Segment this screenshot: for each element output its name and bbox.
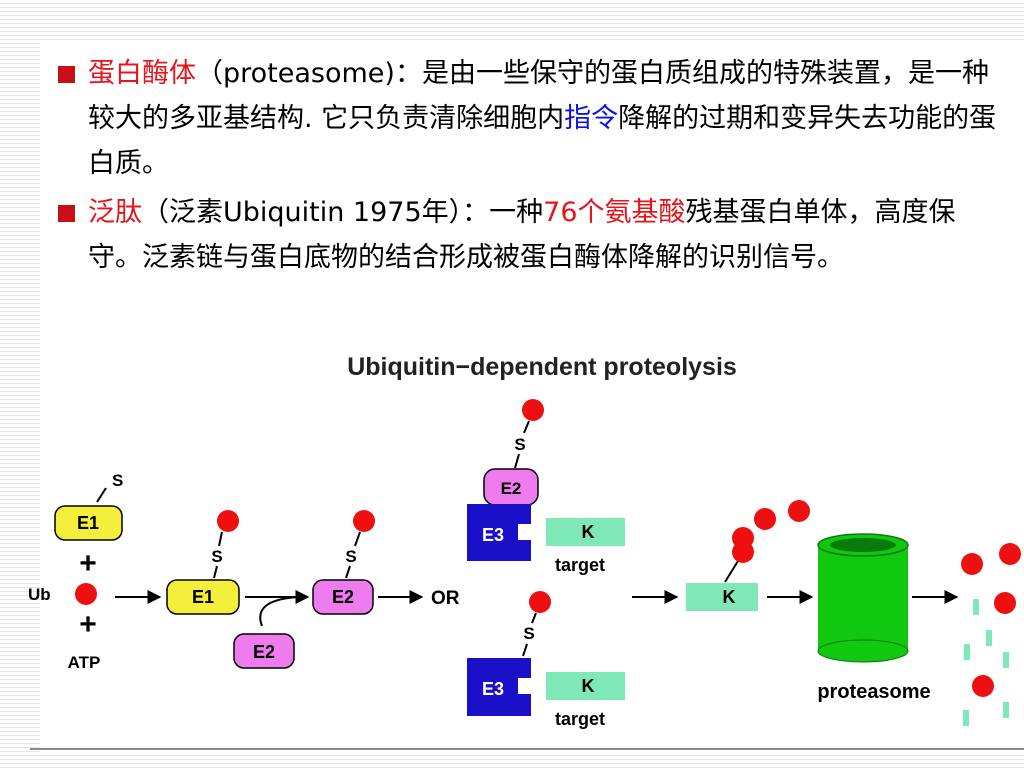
charged-e1-group: S E1 [166, 510, 240, 615]
charged-e2-s-label: S [345, 547, 356, 566]
lower-ub-ball [529, 591, 551, 613]
polyub-ball-3 [754, 508, 776, 530]
degradation-products [961, 543, 1021, 726]
peptide-fragment-5 [1003, 702, 1009, 718]
charged-e2-tail [345, 531, 361, 579]
peptide-fragment-1 [973, 599, 979, 615]
proteasome-bottom-rim [817, 639, 909, 663]
charged-e1-ub-ball [217, 510, 239, 532]
polyub-k-box [686, 583, 758, 611]
free-e1-box [54, 505, 123, 541]
upper-e2-label: E2 [501, 479, 522, 498]
released-ub-ball-1 [961, 553, 983, 575]
free-e1-tail [96, 487, 107, 503]
bottom-divider [30, 748, 1024, 750]
ub-label: Ub [28, 585, 51, 604]
lower-e3-shape [467, 658, 531, 716]
joining-e2-label: E2 [253, 642, 275, 662]
charged-e1-s-label: S [211, 547, 222, 566]
charged-e2-label: E2 [332, 587, 354, 607]
charged-e1-label: E1 [192, 587, 214, 607]
term-proteasome-latin: （proteasome)： [196, 58, 422, 89]
lower-ub-tail [522, 612, 537, 657]
square-bullet-icon [58, 66, 75, 83]
lower-target-k-label: K [582, 676, 595, 696]
upper-ub-tail [514, 420, 530, 469]
polyub-link-line [724, 560, 739, 583]
polyub-k-label: K [723, 587, 736, 607]
free-e1-group: S E1 [54, 471, 123, 541]
ubiquitin-intro: （泛素Ubiquitin 1975年）：一种 [142, 197, 544, 228]
bullet-proteasome-text: 蛋白酶体（proteasome)：是由一些保守的蛋白质组成的特殊装置，是一种较大… [88, 51, 998, 186]
charged-e2-ub-ball [353, 510, 375, 532]
diagram-title: Ubiquitin−dependent proteolysis [347, 353, 737, 381]
square-bullet-icon [58, 205, 75, 222]
proteasome-label: proteasome [817, 681, 930, 703]
term-ubiquitin: 泛肽 [88, 197, 142, 228]
atp-label: ATP [68, 653, 101, 672]
upper-e3-shape [467, 504, 531, 561]
plus-sign-bottom: + [79, 608, 97, 641]
plus-sign-top: + [79, 547, 97, 580]
lower-e3-group: S E3 K target [467, 591, 625, 729]
e2-join-curve [259, 596, 299, 627]
or-label: OR [431, 588, 460, 609]
free-e1-label: E1 [77, 513, 99, 533]
highlight-instruction: 指令 [564, 103, 619, 134]
polyubiquitin-target-group: K [686, 500, 810, 611]
ubiquitin-ball [75, 583, 97, 605]
bullet-ubiquitin: 泛肽（泛素Ubiquitin 1975年）：一种76个氨基酸残基蛋白单体，高度保… [58, 190, 998, 280]
charged-e1-box [166, 579, 240, 615]
free-e1-s-label: S [112, 471, 123, 490]
upper-target-label: target [555, 555, 605, 575]
joining-e2-box [233, 633, 295, 669]
upper-e3-label: E3 [482, 525, 504, 545]
upper-e3-e2-group: S E2 E3 K target [467, 399, 625, 575]
released-ub-ball-2 [999, 543, 1021, 565]
proteasome-description-end: 降解的过期和变异失去功能的蛋白质。 [88, 103, 997, 179]
peptide-fragment-6 [963, 710, 969, 726]
charged-e2-group: S E2 [312, 510, 375, 615]
released-ub-ball-3 [994, 592, 1016, 614]
upper-ub-ball [522, 399, 544, 421]
bullet-proteasome: 蛋白酶体（proteasome)：是由一些保守的蛋白质组成的特殊装置，是一种较大… [58, 51, 998, 186]
polyub-ball-2 [732, 541, 754, 563]
ubiquitin-description: 残基蛋白单体，高度保守。泛素链与蛋白底物的结合形成被蛋白酶体降解的识别信号。 [88, 197, 956, 273]
lower-target-label: target [555, 709, 605, 729]
charged-e1-tail [213, 531, 223, 579]
proteasome-opening [830, 538, 896, 552]
peptide-fragment-4 [1003, 652, 1009, 668]
proteasome-description: 是由一些保守的蛋白质组成的特殊装置，是一种较大的多亚基结构. 它只负责清除细胞内 [88, 58, 989, 134]
proteasome-body [818, 545, 908, 651]
polyub-ball-4 [788, 500, 810, 522]
highlight-amino-acids: 76个氨基酸 [543, 197, 686, 228]
upper-s-label: S [514, 435, 525, 454]
proteasome-cylinder [817, 533, 909, 663]
peptide-fragment-2 [986, 630, 992, 646]
peptide-fragment-3 [964, 644, 970, 660]
lower-s-label: S [523, 624, 534, 643]
lower-e3-label: E3 [482, 679, 504, 699]
released-ub-ball-4 [972, 675, 994, 697]
term-proteasome: 蛋白酶体 [88, 58, 196, 89]
charged-e2-box [312, 579, 374, 615]
ubiquitin-pathway-diagram: Ubiquitin−dependent proteolysis S E1 + U… [28, 353, 1021, 729]
bullet-ubiquitin-text: 泛肽（泛素Ubiquitin 1975年）：一种76个氨基酸残基蛋白单体，高度保… [88, 190, 998, 280]
upper-target-k-label: K [582, 522, 595, 542]
upper-target-k-box [546, 518, 625, 546]
lower-target-k-box [546, 672, 625, 700]
